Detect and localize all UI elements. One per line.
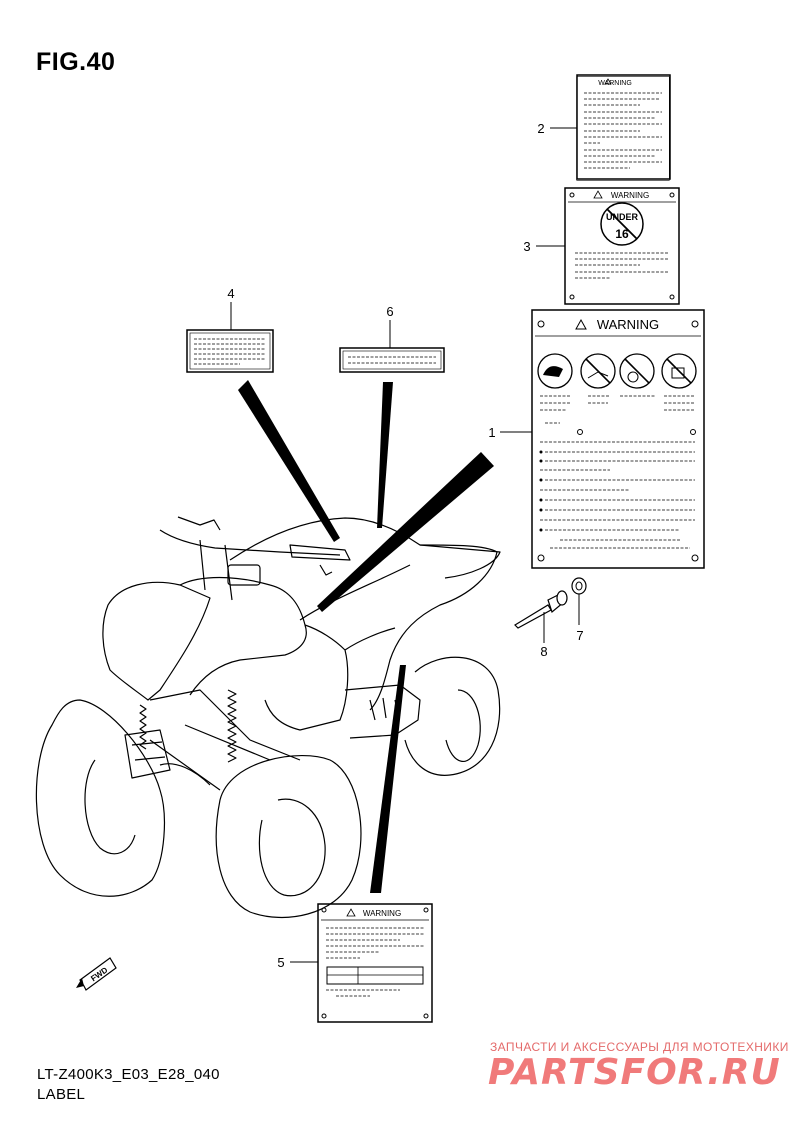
callout-1[interactable]: 1 [488, 425, 495, 440]
label-2-warning-small[interactable]: WARNING [576, 74, 671, 181]
leader-lines [230, 127, 580, 963]
fwd-arrow-icon: FWD [76, 957, 117, 991]
label-3-warning-text: WARNING [611, 191, 649, 200]
warning-triangle-icon [346, 908, 356, 917]
label-1-warning-main[interactable]: WARNING [531, 309, 705, 569]
warning-triangle-icon [604, 78, 612, 85]
under-16-icon: UNDER 16 [600, 202, 644, 246]
callout-7[interactable]: 7 [576, 628, 583, 643]
label-6-tank[interactable] [339, 347, 445, 373]
label-4-fender[interactable] [186, 329, 274, 373]
callout-8[interactable]: 8 [540, 644, 547, 659]
warning-triangle-icon [593, 190, 603, 199]
label-1-warning-text: WARNING [597, 317, 659, 332]
label-2-warning-text: WARNING [598, 80, 632, 87]
callout-2[interactable]: 2 [537, 121, 544, 136]
model-code: LT-Z400K3_E03_E28_040 [37, 1066, 220, 1083]
label-1-text-lines [540, 395, 695, 549]
section-name: LABEL [37, 1086, 86, 1103]
callout-6[interactable]: 6 [386, 304, 393, 319]
callout-4[interactable]: 4 [227, 286, 234, 301]
watermark-logo: PARTSFOR.RU [488, 1052, 781, 1093]
svg-text:UNDER: UNDER [606, 212, 639, 222]
washer-part[interactable] [571, 577, 587, 595]
svg-text:16: 16 [615, 227, 629, 241]
label-2-text-lines [584, 92, 662, 169]
warning-triangle-icon [575, 318, 587, 330]
rivet-part[interactable] [514, 590, 568, 629]
label-3-text-lines [575, 252, 668, 279]
callout-5[interactable]: 5 [277, 955, 284, 970]
label-3-warning-age[interactable]: WARNING UNDER 16 [564, 187, 680, 305]
watermark-tagline: ЗАПЧАСТИ И АКСЕССУАРЫ ДЛЯ МОТОТЕХНИКИ [490, 1040, 789, 1054]
callout-numbers: 2 3 1 4 6 5 7 8 [227, 121, 583, 970]
callout-3[interactable]: 3 [523, 239, 530, 254]
atv-illustration [35, 516, 501, 919]
label-5-warning-rear[interactable]: WARNING [317, 903, 433, 1023]
label-pointer-wedges [238, 380, 494, 893]
safety-pictogram-icons [537, 353, 697, 389]
label-5-warning-text: WARNING [363, 909, 401, 918]
figure-title: FIG.40 [36, 48, 116, 76]
label-1-bullets [539, 450, 543, 532]
